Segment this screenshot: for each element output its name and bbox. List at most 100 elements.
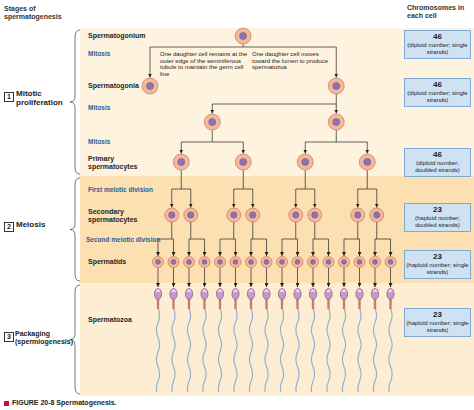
spermatozoon: [201, 289, 208, 393]
branch-line: [189, 239, 205, 240]
sperm-head: [356, 289, 363, 300]
cell-body: [328, 78, 344, 94]
cell-nucleus: [169, 212, 175, 218]
cell-nucleus: [250, 212, 256, 218]
caption-bullet: [4, 401, 9, 406]
cell-body: [199, 257, 210, 268]
primary-spermatocyte-cell: [359, 154, 375, 170]
stage-name: Meiosis: [16, 221, 70, 230]
process-label: First meiotic division: [88, 186, 168, 193]
arrow-line: [344, 239, 345, 256]
cell-nucleus: [240, 158, 247, 165]
stage-number: 1: [4, 92, 14, 102]
cell-body: [246, 208, 260, 222]
cell-body: [354, 257, 365, 268]
arrow-line: [266, 239, 267, 256]
cell-nucleus: [364, 158, 371, 165]
sperm-acrosome: [217, 289, 223, 293]
cell-nucleus: [311, 260, 316, 265]
stage-brace: [70, 285, 80, 394]
sperm-acrosome: [356, 289, 362, 293]
chromosome-description: (haploid number; doubled strands): [406, 215, 469, 229]
secondary-spermatocyte-cell: [308, 208, 322, 222]
branch-line: [336, 130, 337, 142]
arrow-line: [328, 268, 329, 287]
cell-body: [235, 28, 251, 44]
cell-nucleus: [240, 32, 247, 39]
cell-nucleus: [187, 260, 192, 265]
spermatid-cell: [168, 257, 179, 268]
sperm-head: [278, 289, 285, 300]
primary-spermatocyte-cell: [173, 154, 189, 170]
sperm-head: [170, 289, 177, 300]
arrow-line: [375, 268, 376, 287]
arrow-line: [305, 142, 306, 154]
branch-line: [181, 142, 243, 143]
sperm-acrosome: [372, 289, 378, 293]
sperm-head: [371, 289, 378, 300]
branch-line: [243, 44, 244, 47]
branch-line: [313, 239, 329, 240]
spermatid-cell: [354, 257, 365, 268]
cell-body: [227, 208, 241, 222]
cell-body: [165, 208, 179, 222]
branch-line: [358, 189, 377, 190]
chromosome-description: (diploid number; doubled strands): [406, 160, 469, 174]
sperm-head: [294, 289, 301, 300]
cell-nucleus: [233, 260, 238, 265]
arrow-line: [313, 268, 314, 287]
cell-nucleus: [264, 260, 269, 265]
cell-nucleus: [218, 260, 223, 265]
arrow-line: [204, 239, 205, 256]
cell-body: [204, 114, 220, 130]
sperm-tail: [296, 308, 299, 392]
secondary-spermatocyte-cell: [351, 208, 365, 222]
branch-line: [233, 222, 234, 239]
sperm-acrosome: [201, 289, 207, 293]
arrow-line: [367, 142, 368, 154]
sperm-head: [247, 289, 254, 300]
cell-nucleus: [178, 158, 185, 165]
spermatozoon: [263, 289, 270, 393]
cell-body: [308, 208, 322, 222]
spermatogonium-cell: [328, 114, 344, 130]
arrow-line: [204, 268, 205, 287]
cell-nucleus: [231, 212, 237, 218]
arrow-line: [328, 239, 329, 256]
process-label: Mitosis: [88, 104, 148, 111]
spermatid-cell: [292, 257, 303, 268]
process-label: Mitosis: [88, 138, 148, 145]
sperm-midpiece: [358, 299, 360, 309]
arrow-line: [158, 268, 159, 287]
sperm-acrosome: [294, 289, 300, 293]
sperm-tail: [265, 308, 268, 392]
sperm-tail: [172, 308, 175, 392]
branch-line: [172, 189, 191, 190]
chromosome-number: 23: [406, 206, 469, 215]
spermatozoon: [170, 289, 177, 393]
sperm-acrosome: [341, 289, 347, 293]
sperm-acrosome: [279, 289, 285, 293]
spermatogonium-cell: [328, 78, 344, 94]
spermatid-cell: [153, 257, 164, 268]
arrow-line: [173, 268, 174, 287]
cell-nucleus: [357, 260, 362, 265]
cell-stage-label: Spermatogonia: [88, 82, 158, 90]
cell-nucleus: [295, 260, 300, 265]
cell-body: [215, 257, 226, 268]
chromosome-number: 23: [406, 311, 469, 320]
arrow-line: [336, 104, 337, 114]
arrow-line: [313, 239, 314, 256]
note-text: One daughter cell moves toward the lumen…: [252, 51, 336, 71]
sperm-tail: [389, 308, 392, 392]
branch-line: [234, 189, 253, 190]
spermatid-cell: [339, 257, 350, 268]
arrow-line: [297, 239, 298, 256]
sperm-midpiece: [343, 299, 345, 309]
spermatozoon: [356, 289, 363, 393]
chromosome-count-box: 23(haploid number; single strands): [404, 250, 471, 279]
branch-line: [212, 130, 213, 142]
sperm-tail: [373, 308, 376, 392]
spermatid-cell: [385, 257, 396, 268]
sperm-midpiece: [296, 299, 298, 309]
